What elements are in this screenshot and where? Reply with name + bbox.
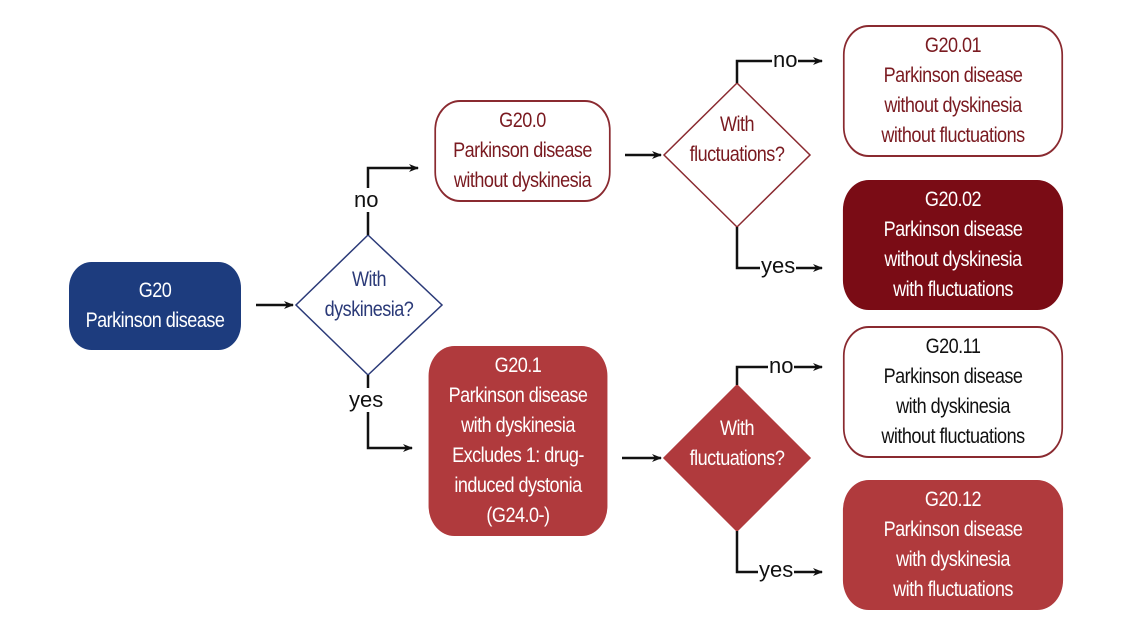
node-text: without fluctuations	[881, 425, 1025, 448]
node-text: without dyskinesia	[453, 169, 592, 192]
node-g20-root: G20 Parkinson disease	[69, 262, 241, 350]
node-code: G20	[138, 279, 172, 302]
node-text: induced dystonia	[454, 474, 582, 497]
node-text: without dyskinesia	[884, 248, 1022, 271]
decision-line: dyskinesia?	[324, 298, 414, 321]
node-g20-02: G20.02 Parkinson disease without dyskine…	[842, 180, 1064, 310]
node-code: G20.0	[499, 109, 546, 132]
node-text: Parkinson disease	[883, 218, 1023, 241]
decision-line: fluctuations?	[689, 447, 785, 470]
decision-line: fluctuations?	[689, 143, 785, 166]
node-g20-0: G20.0 Parkinson disease without dyskines…	[434, 100, 611, 202]
decision-text-fluctuations-top: With fluctuations?	[674, 110, 800, 170]
edge-dyskinesia-no	[366, 164, 419, 235]
decision-text-dyskinesia: With dyskinesia?	[308, 265, 430, 325]
node-g20-01: G20.01 Parkinson disease without dyskine…	[842, 25, 1064, 157]
node-text: Parkinson disease	[883, 518, 1023, 541]
edge-label-fluct-bottom-yes: yes	[758, 557, 795, 582]
decision-line: With	[719, 113, 755, 136]
edge-label-fluct-top-yes: yes	[760, 253, 797, 278]
node-text: Parkinson disease	[85, 309, 225, 332]
edge-label-dyskinesia-yes: yes	[348, 387, 385, 412]
edge-label-fluct-top-no: no	[772, 47, 799, 72]
node-code: G20.11	[925, 335, 981, 358]
node-text: without fluctuations	[881, 124, 1025, 147]
node-text: Parkinson disease	[453, 139, 592, 162]
node-text: Parkinson disease	[883, 365, 1023, 388]
node-g20-1: G20.1 Parkinson disease with dyskinesia …	[428, 346, 608, 536]
node-text: Excludes 1: drug-	[452, 444, 584, 467]
node-text: with fluctuations	[893, 278, 1013, 301]
decision-text-fluctuations-bottom: With fluctuations?	[674, 414, 800, 474]
node-code: G20.01	[924, 34, 982, 57]
node-g20-11: G20.11 Parkinson disease with dyskinesia…	[842, 326, 1064, 458]
node-text: with dyskinesia	[896, 548, 1010, 571]
node-text: with fluctuations	[893, 578, 1013, 601]
node-code: G20.1	[494, 354, 542, 377]
node-text: Parkinson disease	[883, 64, 1023, 87]
edge-label-fluct-bottom-no: no	[768, 353, 795, 378]
decision-line: With	[351, 268, 387, 291]
node-text: Parkinson disease	[448, 384, 588, 407]
node-text: with dyskinesia	[461, 414, 575, 437]
node-code: G20.12	[924, 488, 982, 511]
node-text: (G24.0-)	[486, 504, 550, 527]
node-g20-12: G20.12 Parkinson disease with dyskinesia…	[842, 480, 1064, 610]
decision-line: With	[719, 417, 755, 440]
node-code: G20.02	[924, 188, 982, 211]
node-text: with dyskinesia	[896, 395, 1010, 418]
node-text: without dyskinesia	[884, 94, 1022, 117]
edge-label-dyskinesia-no: no	[353, 187, 380, 212]
